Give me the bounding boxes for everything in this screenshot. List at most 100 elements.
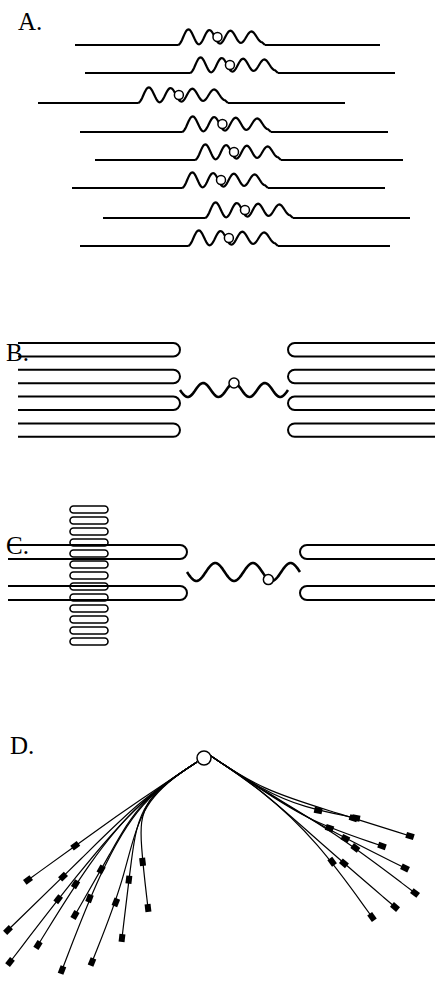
bound-block	[33, 940, 42, 950]
bound-block	[58, 965, 66, 975]
folded-strand	[18, 423, 180, 436]
bound-block	[410, 888, 420, 898]
center-circle	[230, 148, 239, 157]
center-circle	[218, 120, 227, 129]
stacked-loop	[70, 528, 108, 535]
folded-strand	[18, 370, 180, 383]
bound-block	[70, 910, 79, 920]
stacked-loop	[70, 561, 108, 568]
bound-block	[339, 858, 349, 868]
branch-strand	[211, 756, 410, 836]
strand-line	[38, 102, 138, 104]
bound-block	[97, 864, 106, 874]
folded-strand	[18, 343, 180, 356]
strand-line	[228, 102, 345, 104]
branch-strand	[92, 762, 197, 962]
strand-line	[281, 159, 403, 161]
wavy-segment	[187, 563, 300, 581]
bound-block	[53, 894, 63, 904]
panel-a-strands	[38, 29, 410, 246]
bound-block	[139, 858, 146, 867]
strand-line	[268, 187, 385, 189]
strand-line	[271, 131, 388, 133]
stacked-loop	[70, 517, 108, 524]
wavy-segment	[205, 202, 293, 218]
strand-line	[85, 72, 190, 74]
folded-strand	[300, 545, 435, 559]
branch-strand	[211, 756, 395, 907]
center-circle	[217, 176, 226, 185]
stacked-loop	[70, 616, 108, 623]
stacked-loop	[70, 627, 108, 634]
wavy-segment	[182, 172, 268, 188]
strand-line	[80, 131, 182, 133]
strand-line	[72, 187, 182, 189]
bound-block	[88, 957, 97, 967]
bound-block	[327, 857, 337, 867]
panel-label: C.	[6, 533, 29, 558]
stacked-loop	[70, 605, 108, 612]
branch-strand	[38, 762, 197, 945]
stacked-loop	[70, 550, 108, 557]
wavy-segment	[188, 230, 278, 246]
branch-strand	[211, 756, 356, 818]
bound-block	[112, 897, 121, 907]
branch-strand	[62, 762, 197, 970]
strand-line	[95, 159, 195, 161]
bound-block	[400, 864, 410, 873]
branch-strand	[10, 762, 197, 962]
wavy-segment	[138, 87, 228, 103]
folded-strand	[300, 586, 435, 600]
bound-block	[71, 879, 80, 889]
folded-strand	[8, 545, 187, 559]
folded-strand	[18, 397, 180, 410]
branch-strand	[75, 762, 197, 915]
bound-block	[119, 934, 126, 943]
branch-strand	[211, 756, 372, 917]
center-circle	[225, 61, 234, 70]
strand-line	[80, 245, 188, 247]
bound-block	[349, 814, 358, 822]
strand-line	[293, 217, 410, 219]
center-circle	[197, 751, 211, 765]
wavy-segment	[190, 57, 278, 73]
bound-block	[367, 912, 377, 922]
bound-block	[145, 904, 152, 913]
panel-label: D.	[10, 733, 34, 758]
panel-c-bundles	[8, 506, 435, 645]
panel-b-bundles	[18, 343, 435, 437]
bound-block	[405, 832, 414, 840]
bound-block	[58, 872, 68, 882]
stacked-loop	[70, 572, 108, 579]
bound-block	[125, 875, 132, 884]
stacked-loop	[70, 638, 108, 645]
wavy-segment	[182, 116, 271, 132]
bound-block	[3, 925, 13, 935]
bound-block	[390, 902, 400, 912]
bound-block	[5, 957, 15, 967]
folded-strand	[8, 586, 187, 600]
center-circle	[229, 378, 239, 388]
folded-strand	[288, 343, 435, 356]
strand-line	[278, 72, 395, 74]
strand-line	[265, 44, 380, 46]
wavy-segment	[178, 29, 265, 45]
panel-d-trees	[3, 751, 420, 975]
folded-strand	[288, 370, 435, 383]
strand-line	[278, 245, 390, 247]
center-circle	[213, 33, 222, 42]
center-circle	[240, 206, 249, 215]
panel-label: A.	[18, 9, 42, 34]
center-circle	[224, 234, 233, 243]
strand-line	[75, 44, 178, 46]
bound-block	[23, 875, 33, 885]
center-circle	[263, 575, 273, 585]
folded-strand	[288, 397, 435, 410]
center-circle	[174, 91, 183, 100]
bound-block	[70, 841, 80, 851]
stacked-loop	[70, 506, 108, 513]
branch-strand	[141, 762, 197, 908]
strand-line	[103, 217, 205, 219]
